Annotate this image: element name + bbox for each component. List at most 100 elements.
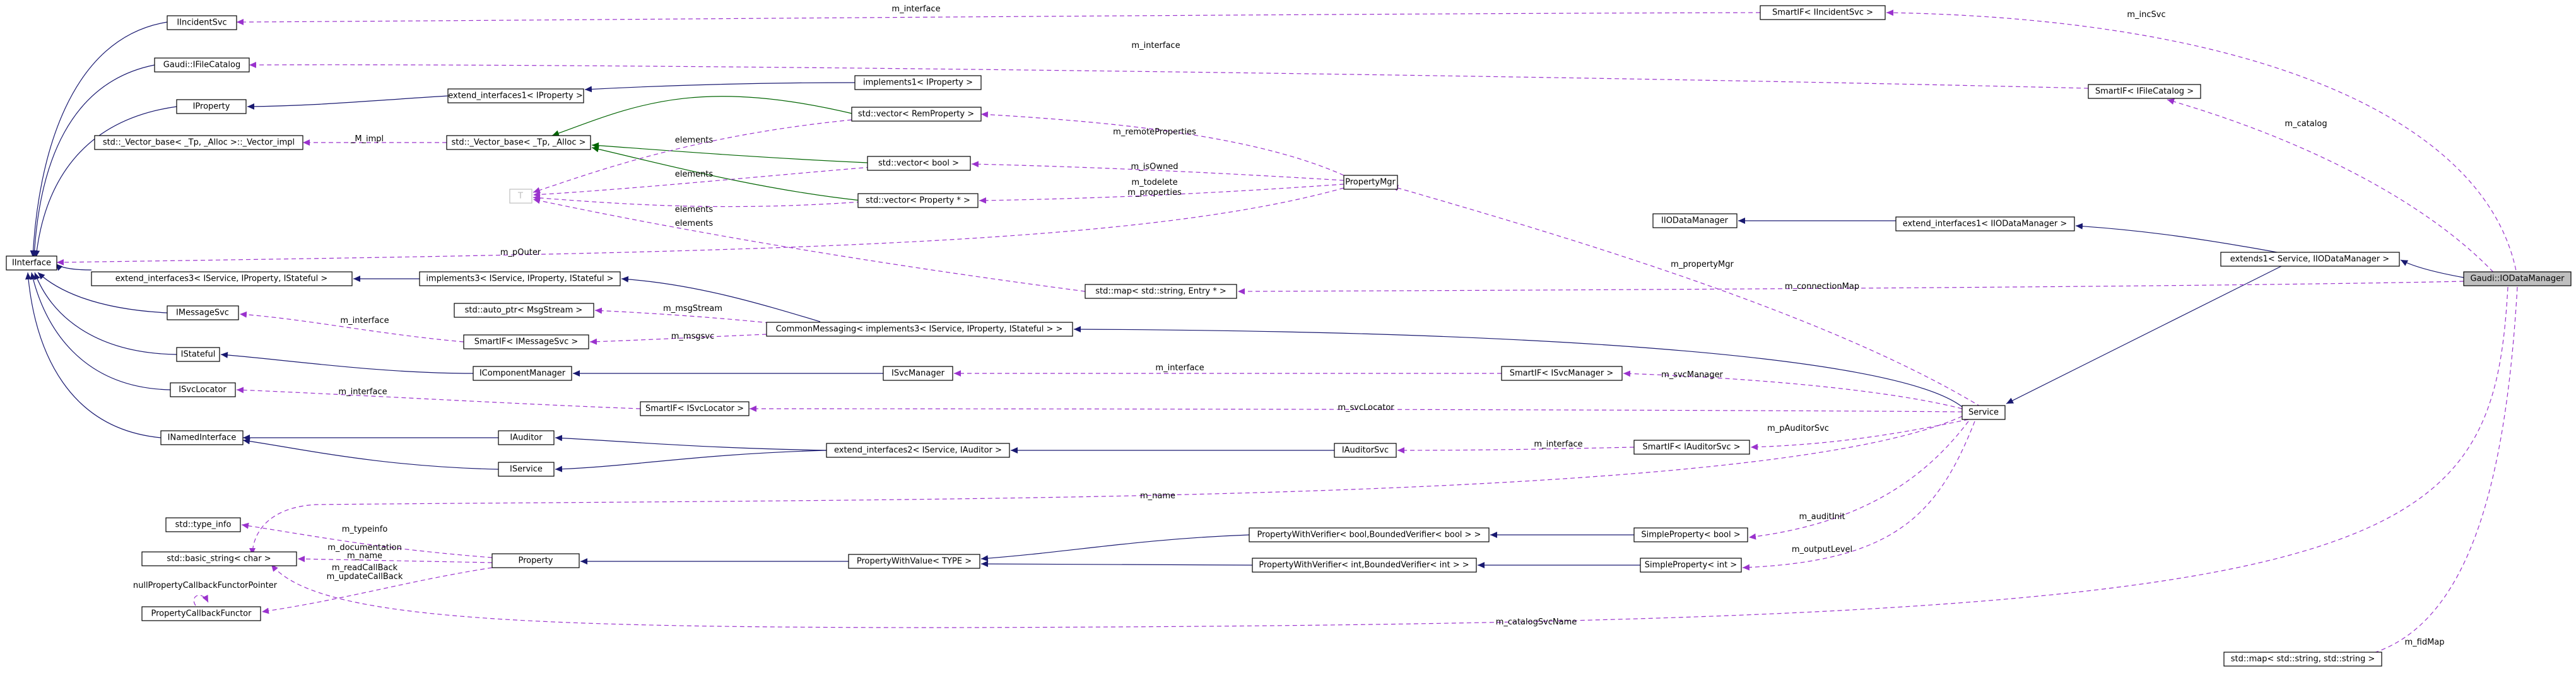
node-basic-string[interactable]: std::basic_string< char > [141, 551, 297, 566]
node-auto-ptr-msgstream[interactable]: std::auto_ptr< MsgStream > [454, 303, 594, 318]
node-property[interactable]: Property [491, 553, 580, 568]
node-map-string-entry[interactable]: std::map< std::string, Entry * > [1085, 284, 1237, 299]
label-m-remoteproperties: m_remoteProperties [1113, 127, 1196, 137]
node-smartif-isvcmanager[interactable]: SmartIF< ISvcManager > [1501, 366, 1623, 381]
node-inamedinterface[interactable]: INamedInterface [160, 430, 244, 445]
label-elements-1: elements [675, 136, 714, 145]
node-simpleproperty-int[interactable]: SimpleProperty< int > [1640, 558, 1742, 573]
node-istateful[interactable]: IStateful [176, 347, 220, 362]
node-iproperty[interactable]: IProperty [176, 99, 247, 114]
node-imessagesvc[interactable]: IMessageSvc [167, 305, 239, 320]
edge-pwvint-pwv [980, 561, 1253, 568]
node-map-string-string-label: std::map< std::string, std::string > [2231, 655, 2375, 664]
node-extends1-label: extends1< Service, IIODataManager > [2230, 255, 2389, 264]
node-map-string-string[interactable]: std::map< std::string, std::string > [2223, 652, 2382, 667]
label-elements-4: elements [675, 219, 714, 228]
node-propertycallbackfunctor[interactable]: PropertyCallbackFunctor [141, 606, 261, 621]
node-service[interactable]: Service [1961, 405, 2006, 420]
node-extends1[interactable]: extends1< Service, IIODataManager > [2220, 252, 2400, 267]
label-m-readcallback: m_readCallBack [332, 563, 398, 573]
node-extend-interfaces3-label: extend_interfaces3< IService, IProperty,… [115, 274, 328, 284]
node-smartif-iauditorsvc-label: SmartIF< IAuditorSvc > [1642, 443, 1740, 452]
edge-implements1-extend1 [584, 82, 856, 93]
node-simpleproperty-bool-label: SimpleProperty< bool > [1641, 530, 1740, 540]
node-iiodatamanager[interactable]: IIODataManager [1652, 213, 1738, 228]
node-t-label: T [517, 192, 523, 201]
edge-commonmessaging-implements3 [621, 276, 821, 322]
edge-usage-service-svcmgr [1623, 370, 1963, 409]
label-m-todelete: m_todelete [1131, 178, 1177, 187]
node-iauditorsvc-label: IAuditorSvc [1342, 446, 1389, 455]
node-smartif-imessagesvc-label: SmartIF< IMessageSvc > [474, 337, 579, 347]
node-iiodatamanager-label: IIODataManager [1661, 216, 1729, 226]
node-iauditorsvc[interactable]: IAuditorSvc [1334, 443, 1397, 458]
label-m-msgsvc: m_msgsvc [671, 332, 714, 341]
node-gaudi-ifilecatalog-label: Gaudi::IFileCatalog [163, 61, 240, 70]
label-m-name-service: m_name [1140, 491, 1175, 501]
node-gaudi-ifilecatalog[interactable]: Gaudi::IFileCatalog [154, 57, 250, 73]
node-smartif-ifilecatalog-label: SmartIF< IFileCatalog > [2095, 87, 2194, 97]
node-propertymgr-label: PropertyMgr [1345, 178, 1396, 187]
node-vector-remproperty[interactable]: std::vector< RemProperty > [851, 107, 982, 122]
nodes: IIncidentSvc Gaudi::IFileCatalog IProper… [6, 5, 2572, 667]
node-extend-interfaces1-iiodm-label: extend_interfaces1< IIODataManager > [1903, 219, 2067, 229]
node-propertywithvalue[interactable]: PropertyWithValue< TYPE > [848, 554, 980, 569]
edge-usage-iodm-smartiffc [2167, 98, 2499, 278]
node-simpleproperty-bool[interactable]: SimpleProperty< bool > [1633, 527, 1748, 542]
node-t[interactable]: T [509, 189, 532, 204]
node-implements3[interactable]: implements3< IService, IProperty, IState… [419, 271, 621, 286]
label-m-fidmap: m_fidMap [2404, 638, 2444, 647]
node-smartif-imessagesvc[interactable]: SmartIF< IMessageSvc > [463, 334, 589, 349]
edge-usage-t-vectorprop [532, 194, 862, 208]
node-extend-interfaces3[interactable]: extend_interfaces3< IService, IProperty,… [91, 271, 353, 286]
edge-usage-t-vectorrem [532, 119, 852, 194]
node-vector-base[interactable]: std::_Vector_base< _Tp, _Alloc > [446, 135, 591, 150]
node-propertywithvalue-label: PropertyWithValue< TYPE > [857, 557, 972, 566]
node-extend-interfaces1-iiodm[interactable]: extend_interfaces1< IIODataManager > [1895, 216, 2075, 231]
node-iservice[interactable]: IService [498, 462, 555, 477]
label-m-catalog: m_catalog [2285, 119, 2327, 129]
edge-vectorrem-vectorbase [551, 96, 856, 136]
node-vector-bool[interactable]: std::vector< bool > [867, 156, 971, 171]
edge-usage-pmgr-vectorbool [971, 161, 1344, 181]
node-map-string-entry-label: std::map< std::string, Entry * > [1095, 287, 1226, 296]
edge-extend2-iauditor [555, 435, 827, 451]
node-smartif-ifilecatalog[interactable]: SmartIF< IFileCatalog > [2088, 84, 2201, 99]
node-pwv-bool[interactable]: PropertyWithVerifier< bool,BoundedVerifi… [1249, 527, 1490, 542]
edge-usage-iodm-smartifinc [1886, 9, 2518, 278]
node-smartif-iincidentsvc-label: SmartIF< IIncidentSvc > [1772, 8, 1873, 18]
node-propertymgr[interactable]: PropertyMgr [1343, 175, 1398, 190]
node-commonmessaging[interactable]: CommonMessaging< implements3< IService, … [766, 322, 1073, 337]
edge-usage-iodm-map [1237, 281, 2464, 295]
node-smartif-iauditorsvc[interactable]: SmartIF< IAuditorSvc > [1633, 440, 1750, 455]
node-iinterface[interactable]: IInterface [6, 255, 57, 271]
node-extend-interfaces2[interactable]: extend_interfaces2< IService, IAuditor > [826, 443, 1010, 458]
edge-extends1-service [2006, 264, 2285, 404]
node-implements1-iproperty[interactable]: implements1< IProperty > [854, 75, 982, 90]
edge-usage-service-svcloc [749, 406, 1963, 413]
label-elements-2: elements [675, 170, 714, 179]
node-implements3-label: implements3< IService, IProperty, IState… [426, 274, 613, 284]
node-pwv-int[interactable]: PropertyWithVerifier< int,BoundedVerifie… [1252, 558, 1477, 573]
edge-icomponentmanager-istateful [220, 351, 474, 374]
label-m-svcmanager: m_svcManager [1661, 370, 1723, 380]
edge-usage-property-basicstring [297, 556, 493, 563]
node-isvcmanager[interactable]: ISvcManager [883, 366, 953, 381]
edge-usage-cm-autoptr [594, 307, 770, 324]
label-null-callback-pointer: nullPropertyCallbackFunctorPointer [133, 581, 278, 590]
node-vector-property-ptr[interactable]: std::vector< Property * > [857, 193, 979, 208]
node-std-type-info[interactable]: std::type_info [165, 517, 241, 532]
node-extend-interfaces1-iproperty[interactable]: extend_interfaces1< IProperty > [447, 88, 584, 103]
edge-iservice-inamedinterface [242, 438, 499, 470]
node-smartif-iincidentsvc[interactable]: SmartIF< IIncidentSvc > [1760, 5, 1886, 20]
node-icomponentmanager[interactable]: IComponentManager [473, 366, 572, 381]
edges [25, 9, 2518, 662]
node-smartif-isvclocator[interactable]: SmartIF< ISvcLocator > [640, 401, 750, 416]
node-gaudi-iodatamanager[interactable]: Gaudi::IODataManager [2463, 271, 2572, 286]
node-iincidentsvc[interactable]: IIncidentSvc [167, 15, 237, 30]
node-iauditor[interactable]: IAuditor [498, 430, 555, 445]
node-vector-impl[interactable]: std::_Vector_base< _Tp, _Alloc >::_Vecto… [94, 135, 303, 150]
label-m-svclocator: m_svcLocator [1338, 403, 1394, 413]
node-smartif-isvclocator-label: SmartIF< ISvcLocator > [645, 404, 744, 414]
node-isvclocator[interactable]: ISvcLocator [170, 382, 236, 397]
